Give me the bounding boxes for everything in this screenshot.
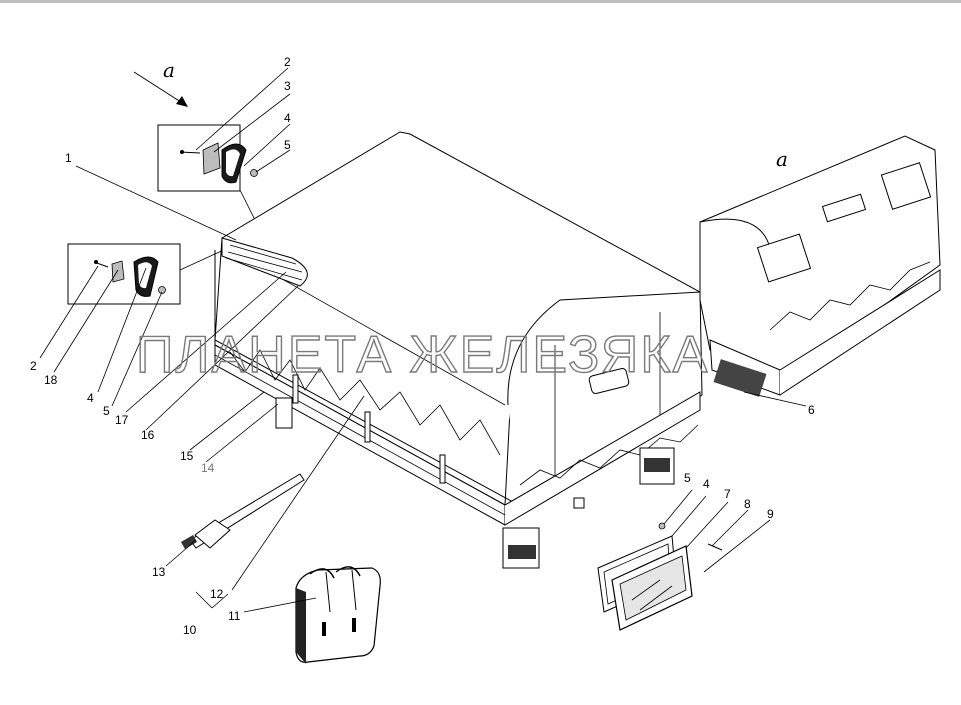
callout-17: 17 [115, 413, 129, 427]
callout-8: 8 [744, 497, 751, 511]
main-truck-body [214, 131, 703, 569]
callout-2-top: 2 [284, 55, 291, 69]
callout-labels: 2 3 4 5 1 2 18 4 5 17 16 15 14 13 12 11 … [30, 55, 815, 637]
callout-12: 12 [210, 587, 224, 601]
callout-18: 18 [44, 373, 58, 387]
view-arrow [133, 71, 188, 107]
leader-box-lower [179, 247, 229, 271]
callout-4-left: 4 [87, 391, 94, 405]
callout-11: 11 [228, 609, 241, 623]
leader-lines [39, 67, 807, 613]
window-frame-parts [597, 522, 723, 631]
callout-6: 6 [808, 403, 815, 417]
callout-5-right: 5 [684, 471, 691, 485]
callout-5-left: 5 [103, 404, 110, 418]
callout-7: 7 [724, 487, 731, 501]
view-marker-label-right: a [776, 147, 788, 171]
watermark-text: ПЛАНЕТА ЖЕЛЕЗЯКА [136, 326, 709, 384]
cover-part [295, 566, 381, 664]
callout-4-right: 4 [703, 477, 710, 491]
callout-14: 14 [201, 461, 215, 475]
callout-15: 15 [180, 449, 194, 463]
callout-16: 16 [141, 428, 155, 442]
callout-3: 3 [284, 79, 291, 93]
callout-5-top: 5 [284, 138, 291, 152]
callout-1: 1 [65, 151, 72, 165]
callout-2-left: 2 [30, 359, 37, 373]
detail-box-upper [157, 124, 258, 192]
view-marker-label: a [163, 58, 175, 82]
detail-box-lower [67, 243, 181, 305]
callout-13: 13 [152, 565, 166, 579]
callout-10: 10 [183, 623, 197, 637]
callout-4-top: 4 [284, 111, 291, 125]
strap-part [180, 473, 305, 549]
callout-9: 9 [767, 507, 774, 521]
view-a-truck-body [699, 135, 941, 397]
top-border [0, 0, 961, 3]
